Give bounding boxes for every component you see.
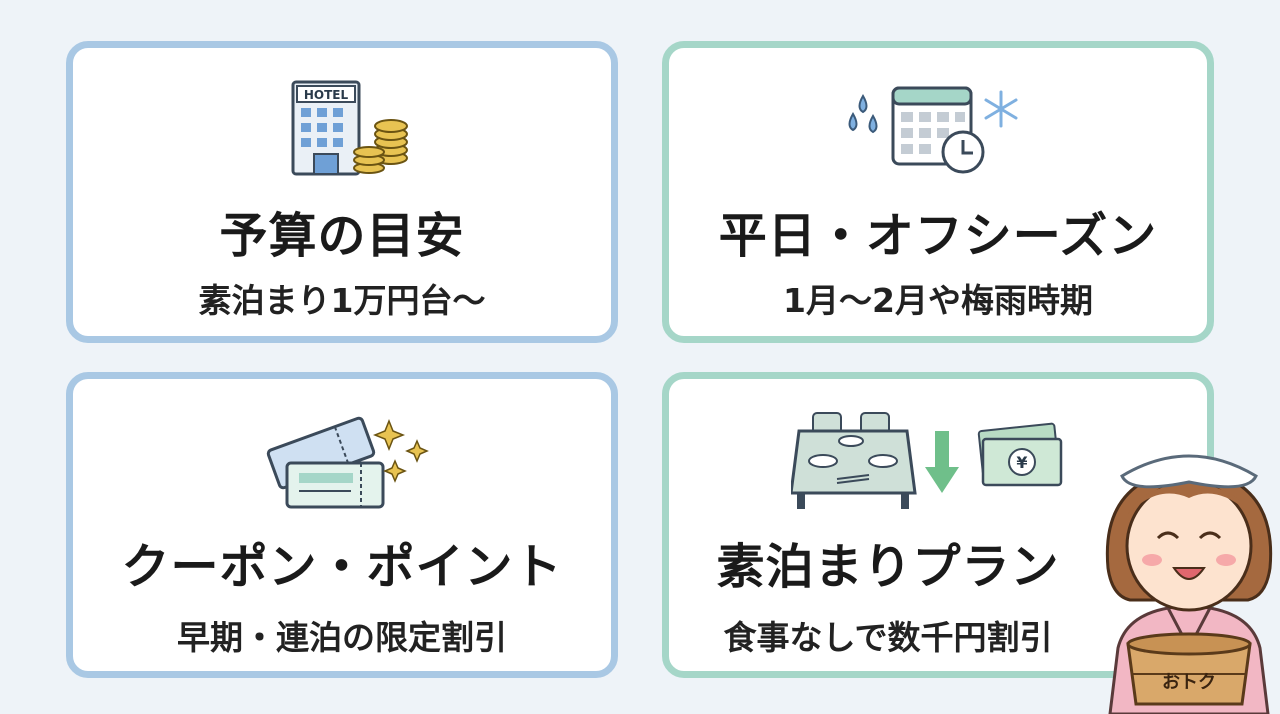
card-budget: HOTEL 予算の目安 素泊まり1万円台〜 (66, 41, 618, 343)
onsen-girl-icon: おトク (1105, 454, 1273, 714)
bucket-label: おトク (1162, 672, 1216, 693)
hotel-coins-icon: HOTEL (291, 80, 408, 176)
meal-discount-icon: ¥ (791, 412, 1063, 509)
ticket-coupon-icon (266, 416, 429, 509)
card-title: 素泊まりプラン (716, 539, 1060, 595)
card-offseason: 平日・オフシーズン 1月〜2月や梅雨時期 (662, 41, 1214, 343)
card-coupon: クーポン・ポイント 早期・連泊の限定割引 (66, 372, 618, 678)
card-subtitle: 素泊まり1万円台〜 (198, 281, 486, 320)
card-subtitle: 早期・連泊の限定割引 (177, 618, 507, 657)
calendar-weather-icon (848, 86, 1018, 174)
card-subtitle: 1月〜2月や梅雨時期 (783, 281, 1093, 320)
card-title: 平日・オフシーズン (718, 208, 1158, 264)
card-title: 予算の目安 (219, 208, 465, 264)
card-subtitle: 食事なしで数千円割引 (723, 618, 1053, 657)
hotel-sign: HOTEL (304, 88, 349, 102)
yen-symbol: ¥ (1016, 453, 1027, 472)
card-title: クーポン・ポイント (121, 539, 563, 595)
